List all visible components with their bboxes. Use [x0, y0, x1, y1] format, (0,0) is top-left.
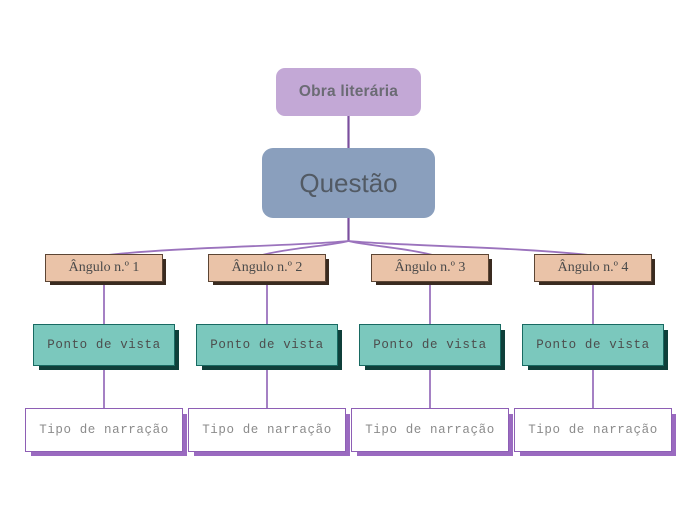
node-obra-literaria[interactable]: Obra literária [276, 68, 421, 116]
node-tipo-de-narracao-3[interactable]: Tipo de narração [351, 408, 509, 452]
node-tipo-de-narracao-1[interactable]: Tipo de narração [25, 408, 183, 452]
node-questao[interactable]: Questão [262, 148, 435, 218]
node-tipo-de-narracao-2[interactable]: Tipo de narração [188, 408, 346, 452]
node-tipo-de-narracao-4[interactable]: Tipo de narração [514, 408, 672, 452]
node-ponto-de-vista-1[interactable]: Ponto de vista [33, 324, 175, 366]
node-ponto-de-vista-3[interactable]: Ponto de vista [359, 324, 501, 366]
node-ponto-de-vista-4[interactable]: Ponto de vista [522, 324, 664, 366]
node-angulo-4[interactable]: Ângulo n.º 4 [534, 254, 652, 282]
node-angulo-1[interactable]: Ângulo n.º 1 [45, 254, 163, 282]
node-ponto-de-vista-2[interactable]: Ponto de vista [196, 324, 338, 366]
node-angulo-2[interactable]: Ângulo n.º 2 [208, 254, 326, 282]
node-angulo-3[interactable]: Ângulo n.º 3 [371, 254, 489, 282]
